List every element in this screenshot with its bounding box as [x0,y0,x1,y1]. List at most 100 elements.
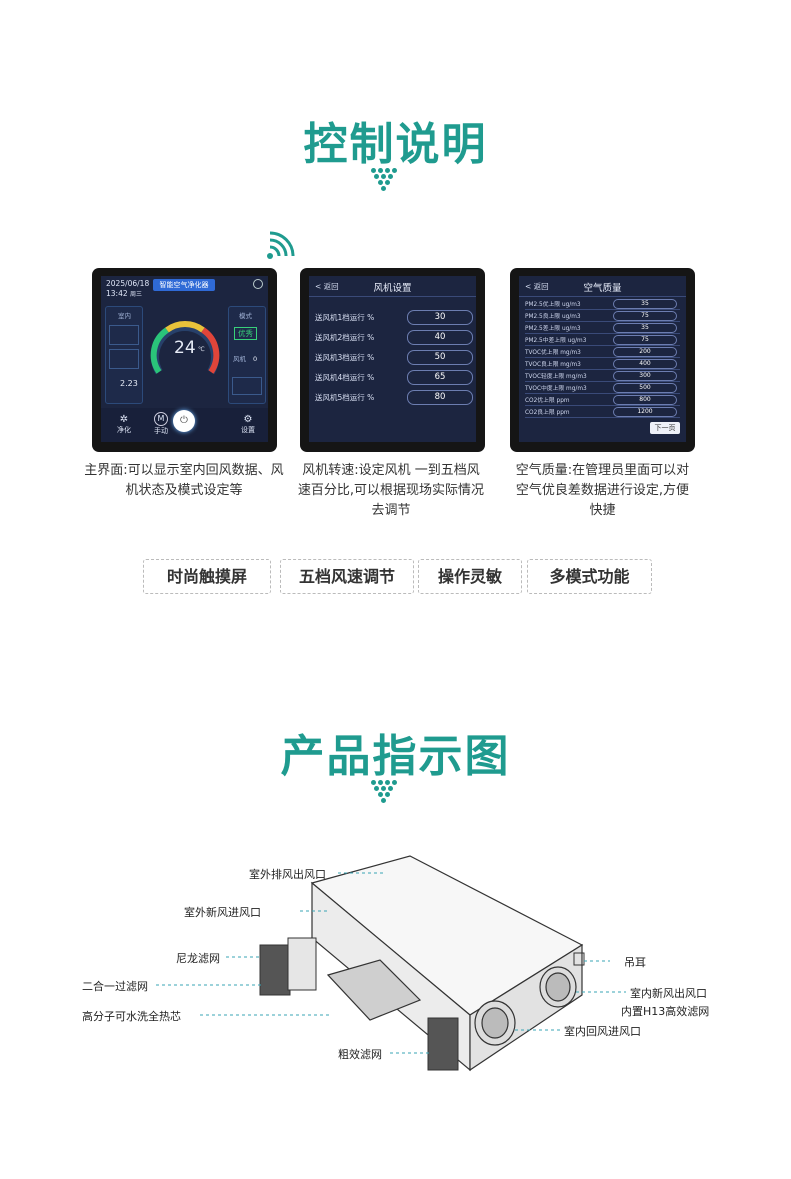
fan-box [232,377,262,395]
air-quality-input[interactable]: 500 [613,383,677,393]
fan-value: 0 [253,355,258,363]
side-value: 2.23 [120,379,138,388]
fan-speed-input[interactable]: 65 [407,370,473,385]
gear-icon: ⚙ [243,414,253,425]
air-quality-label: CO2良上限 ppm [525,410,570,416]
label-nylon-filter: 尼龙滤网 [176,952,220,965]
fan-speed-row: 送风机4档运行 % 65 [315,370,473,385]
screen-time: 13:42 周三 [106,289,143,298]
fan-speed-label: 送风机1档运行 % [315,313,375,322]
air-quality-input[interactable]: 1200 [613,407,677,417]
next-page-button[interactable]: 下一页 [650,422,680,434]
label-coarse-filter: 粗效滤网 [338,1048,382,1061]
fan-speed-label: 送风机5档运行 % [315,393,375,402]
air-quality-input[interactable]: 400 [613,359,677,369]
screen-banner: 智能空气净化器 [153,279,215,291]
caption-air: 空气质量:在管理员里面可以对空气优良差数据进行设定,方便快捷 [515,463,690,518]
air-quality-row: PM2.5差上限 ug/m3 35 [525,322,680,334]
label-outdoor-exhaust: 室外排风出风口 [249,868,326,881]
wifi-icon [267,231,295,259]
temperature-gauge [150,321,220,374]
fan-speed-row: 送风机3档运行 % 50 [315,350,473,365]
air-quality-input[interactable]: 35 [613,323,677,333]
fan-speed-row: 送风机2档运行 % 40 [315,330,473,345]
air-quality-input[interactable]: 300 [613,371,677,381]
caption-fan: 风机转速:设定风机 一到五档风速百分比,可以根据现场实际情况去调节 [297,463,485,518]
fan-speed-label: 送风机3档运行 % [315,353,375,362]
fan-label: 风机 [233,355,246,363]
purify-button[interactable]: ✲ 净化 [111,414,137,435]
hex-dots-icon [371,780,397,804]
air-quality-row: TVOC良上限 mg/m3 400 [525,358,680,370]
air-quality-input[interactable]: 75 [613,311,677,321]
air-quality-row: CO2优上限 ppm 800 [525,394,680,406]
label-h13-filter: 内置H13高效滤网 [621,1005,710,1018]
fan-speed-row: 送风机1档运行 % 30 [315,310,473,325]
label-heat-core: 高分子可水洗全热芯 [82,1010,181,1023]
fan-speed-row: 送风机5档运行 % 80 [315,390,473,405]
label-indoor-return-in: 室内回风进风口 [564,1025,641,1038]
back-button[interactable]: < 返回 [525,282,549,291]
fan-speed-label: 送风机4档运行 % [315,373,375,382]
air-quality-label: CO2优上限 ppm [525,398,570,404]
temp-unit: ℃ [198,346,205,353]
fan-speed-input[interactable]: 50 [407,350,473,365]
label-hanger: 吊耳 [624,956,646,969]
air-quality-label: PM2.5差上限 ug/m3 [525,326,581,332]
label-two-in-one-filter: 二合一过滤网 [82,980,148,993]
fan-speed-input[interactable]: 30 [407,310,473,325]
air-quality-row: TVOC优上限 mg/m3 200 [525,346,680,358]
mode-panel: 模式 优秀 风机 0 [228,306,266,404]
feature-responsive: 操作灵敏 [418,559,522,594]
air-quality-label: PM2.5优上限 ug/m3 [525,302,581,308]
air-quality-row: PM2.5优上限 ug/m3 35 [525,298,680,310]
air-quality-label: TVOC良上限 mg/m3 [525,362,581,368]
air-quality-input[interactable]: 35 [613,299,677,309]
screen-title: 风机设置 [373,283,412,294]
fan-speed-input[interactable]: 80 [407,390,473,405]
mode-value: 优秀 [234,327,257,340]
main-screen: 2025/06/18 13:42 周三 智能空气净化器 室内 2.23 24 ℃… [101,276,268,442]
indoor-label: 室内 [118,312,131,320]
air-quality-row: TVOC中度上限 mg/m3 500 [525,382,680,394]
feature-five-speed: 五档风速调节 [280,559,414,594]
power-button[interactable]: ⏻ [173,410,195,432]
back-button[interactable]: < 返回 [315,282,339,291]
fan-settings-screen: < 返回 风机设置 送风机1档运行 % 30 送风机2档运行 % 40 送风机3档运行 … [309,276,476,442]
air-quality-input[interactable]: 800 [613,395,677,405]
air-quality-input[interactable]: 200 [613,347,677,357]
pm-box [109,325,139,345]
indoor-panel: 室内 2.23 [105,306,143,404]
air-quality-row: CO2良上限 ppm 1200 [525,406,680,418]
mode-label: 模式 [239,312,252,320]
mode-m-icon: M [154,412,168,426]
screen-header: < 返回 风机设置 [309,276,476,297]
manual-mode-button[interactable]: M 手动 [154,412,168,435]
section-title-control: 控制说明 [303,119,488,170]
air-quality-label: PM2.5良上限 ug/m3 [525,314,581,320]
device-main-screen: 2025/06/18 13:42 周三 智能空气净化器 室内 2.23 24 ℃… [92,268,277,452]
hex-dots-icon [371,168,397,192]
air-quality-label: TVOC中度上限 mg/m3 [525,386,587,392]
fan-speed-label: 送风机2档运行 % [315,333,375,342]
device-fan-settings: < 返回 风机设置 送风机1档运行 % 30 送风机2档运行 % 40 送风机3档运行 … [300,268,485,452]
air-quality-row: PM2.5良上限 ug/m3 75 [525,310,680,322]
feature-multi-mode: 多模式功能 [527,559,652,594]
settings-button[interactable]: ⚙ 设置 [235,414,261,435]
humidity-box [109,349,139,369]
air-quality-label: TVOC优上限 mg/m3 [525,350,581,356]
settings-gear-icon[interactable] [253,279,263,289]
screen-title: 空气质量 [583,283,622,294]
label-outdoor-fresh-in: 室外新风进风口 [184,906,261,919]
fan-speed-input[interactable]: 40 [407,330,473,345]
air-quality-input[interactable]: 75 [613,335,677,345]
label-indoor-fresh-out: 室内新风出风口 [630,987,707,1000]
section-title-product: 产品指示图 [280,731,511,782]
air-quality-label: PM2.5中差上限 ug/m3 [525,338,587,344]
feature-touchscreen: 时尚触摸屏 [143,559,271,594]
temp-value: 24 [174,338,196,358]
